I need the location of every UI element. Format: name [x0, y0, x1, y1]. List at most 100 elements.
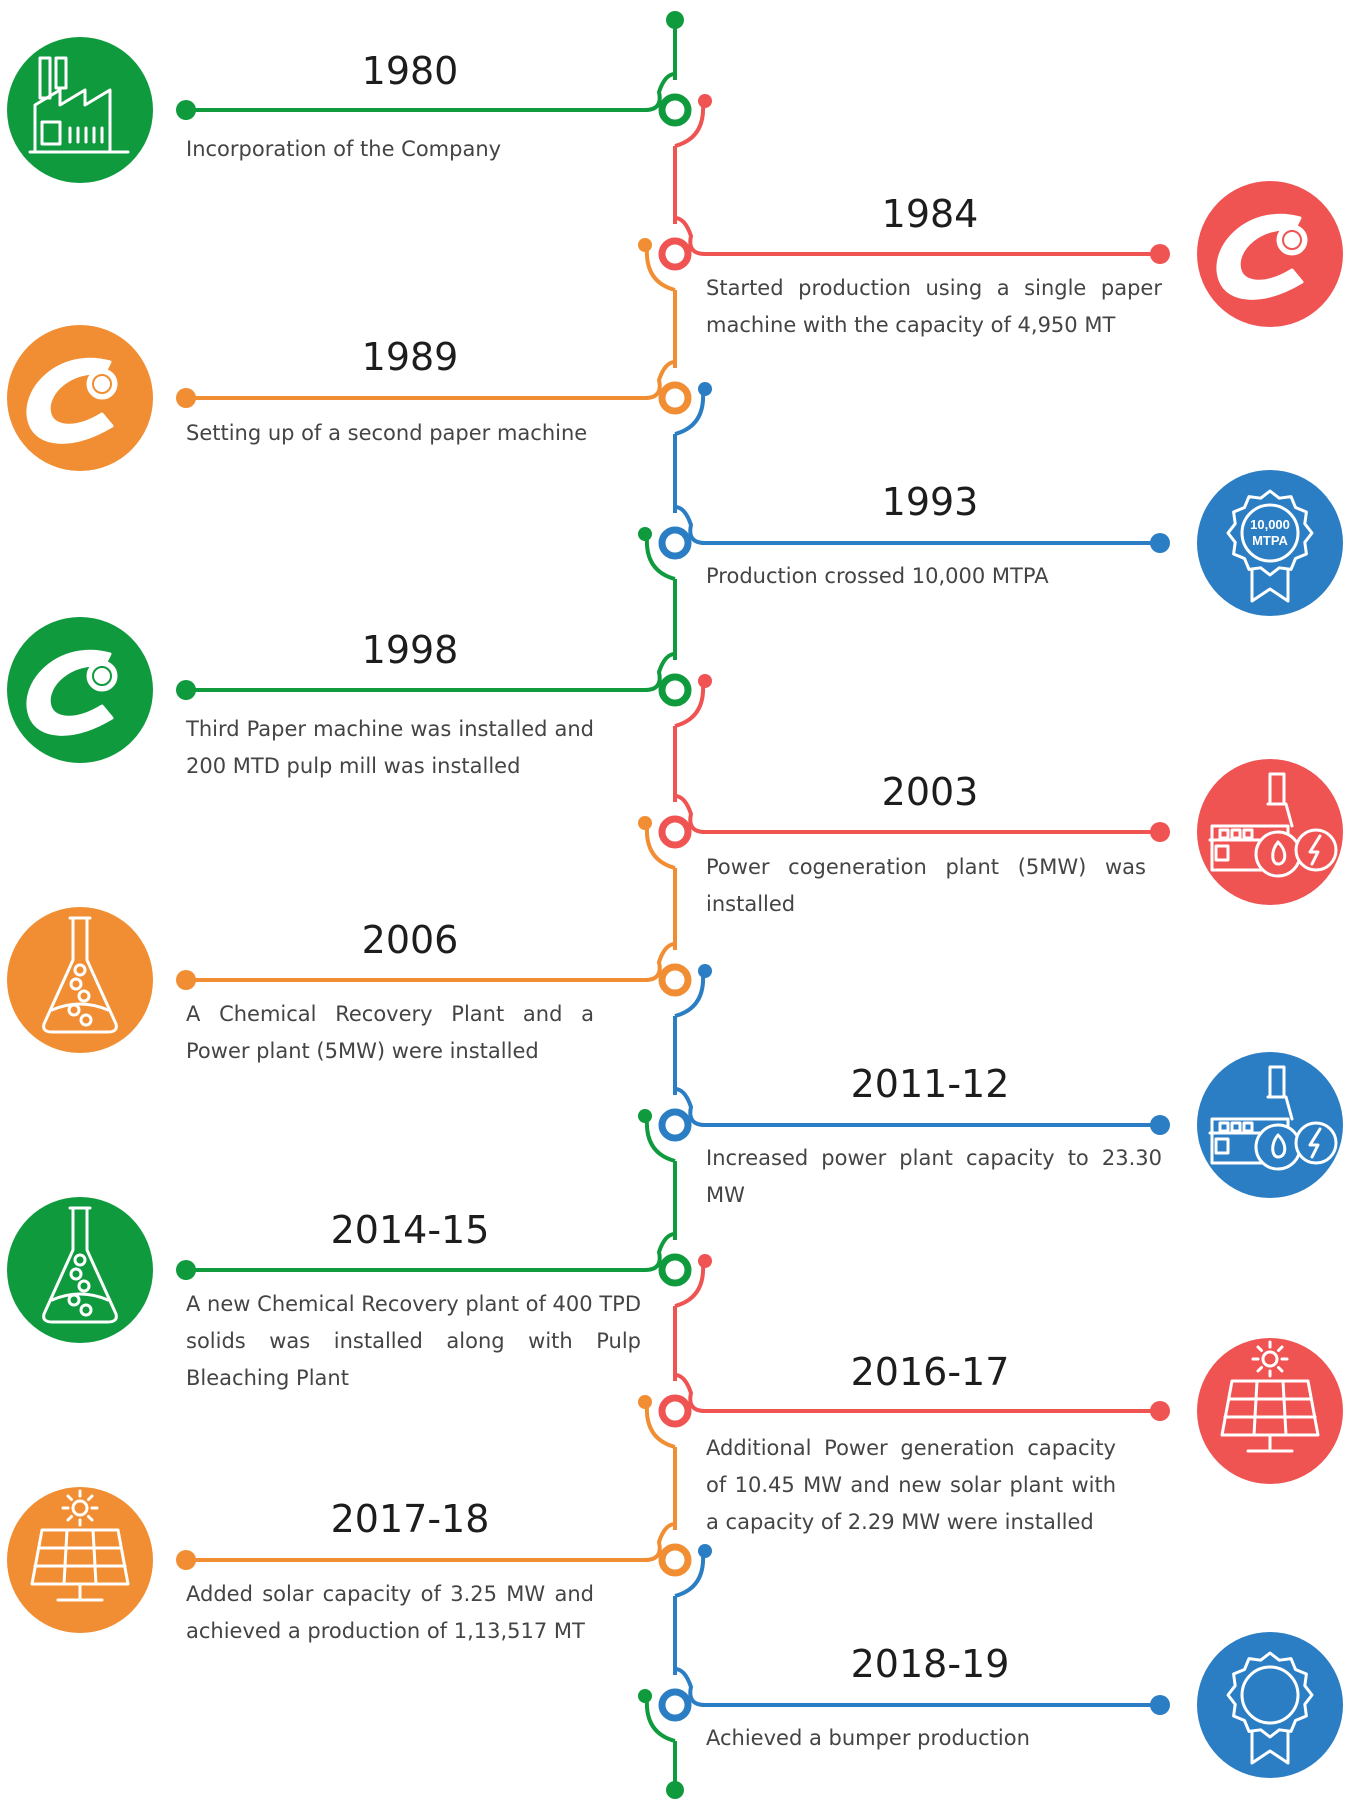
spine-connector	[644, 825, 676, 870]
connector-dot	[698, 964, 712, 978]
connector-dot	[698, 1254, 712, 1268]
milestone-ring	[658, 1253, 692, 1287]
event-year: 1989	[361, 335, 459, 379]
spine-connector	[674, 391, 706, 436]
connector-end-dot	[1150, 244, 1170, 264]
connector-curve	[674, 216, 706, 256]
event-description: Additional Power generation capacity of …	[706, 1436, 1116, 1534]
event-year: 1993	[881, 480, 979, 524]
badge-text: MTPA	[1252, 533, 1288, 548]
solar-panel-icon	[30, 1489, 130, 1602]
power-plant-icon	[1208, 1065, 1338, 1171]
connector-end-dot	[1150, 1401, 1170, 1421]
badge-text: 10,000	[1250, 517, 1290, 532]
milestone-ring	[658, 963, 692, 997]
event-description: Added solar capacity of 3.25 MW and achi…	[186, 1582, 594, 1643]
event-description: Incorporation of the Company	[186, 137, 502, 161]
milestone-ring	[658, 1688, 692, 1722]
flask-icon	[42, 1206, 118, 1324]
connector-curve	[644, 1232, 676, 1272]
milestone-ring	[658, 673, 692, 707]
spine-connector	[674, 1553, 706, 1598]
event-description: A Chemical Recovery Plant and a Power pl…	[186, 1002, 594, 1063]
connector-curve	[674, 505, 706, 545]
event-year: 2011-12	[850, 1062, 1010, 1106]
connector-end-dot	[176, 100, 196, 120]
event-description: Third Paper machine was installed and 20…	[186, 717, 594, 778]
spine-connector	[674, 103, 706, 148]
award-badge-icon	[1226, 1651, 1314, 1765]
spine-connector	[674, 973, 706, 1018]
connector-curve	[674, 794, 706, 834]
spine-connector	[644, 536, 676, 581]
connector-end-dot	[1150, 1695, 1170, 1715]
spine-end-dot	[666, 1781, 684, 1799]
connector-curve	[644, 1522, 676, 1562]
spine-connector	[644, 1404, 676, 1449]
spine-connector	[644, 1698, 676, 1743]
connector-dot	[638, 527, 652, 541]
factory-icon	[28, 56, 130, 154]
paper-roll-logo-icon	[1216, 213, 1308, 300]
event-year: 1980	[361, 49, 459, 93]
event-description: Increased power plant capacity to 23.30 …	[706, 1146, 1162, 1207]
spine-connector	[644, 1118, 676, 1163]
connector-end-dot	[1150, 533, 1170, 553]
milestone-ring	[658, 381, 692, 415]
event-year: 2016-17	[850, 1350, 1010, 1394]
event-description: Production crossed 10,000 MTPA	[706, 564, 1049, 588]
icon-circle	[1197, 1338, 1343, 1484]
connector-curve	[674, 1087, 706, 1127]
spine-connector	[644, 247, 676, 292]
connector-end-dot	[176, 680, 196, 700]
event-year: 1998	[361, 628, 459, 672]
spine-connector	[674, 1263, 706, 1308]
milestone-ring	[658, 526, 692, 560]
connector-dot	[698, 674, 712, 688]
connector-dot	[638, 238, 652, 252]
event-description: Achieved a bumper production	[706, 1726, 1030, 1750]
event-year: 2018-19	[850, 1642, 1010, 1686]
milestone-ring	[658, 1394, 692, 1428]
milestone-ring	[658, 1108, 692, 1142]
connector-curve	[644, 360, 676, 400]
connector-dot	[638, 1109, 652, 1123]
connector-curve	[644, 652, 676, 692]
paper-roll-logo-icon	[26, 649, 118, 736]
connector-end-dot	[176, 388, 196, 408]
connector-dot	[638, 1689, 652, 1703]
event-description: Power cogeneration plant (5MW) was insta…	[706, 855, 1146, 916]
milestone-ring	[658, 93, 692, 127]
connector-end-dot	[176, 1260, 196, 1280]
connector-end-dot	[176, 1550, 196, 1570]
connector-dot	[638, 816, 652, 830]
connector-curve	[644, 942, 676, 982]
spine-start-dot	[666, 11, 684, 29]
power-plant-icon	[1208, 772, 1338, 878]
icon-circle	[7, 37, 153, 183]
event-year: 2017-18	[330, 1497, 490, 1541]
solar-panel-icon	[1220, 1340, 1320, 1453]
connector-end-dot	[1150, 822, 1170, 842]
event-year: 1984	[881, 192, 979, 236]
event-description: Setting up of a second paper machine	[186, 421, 588, 445]
connector-end-dot	[176, 970, 196, 990]
event-year: 2006	[361, 918, 459, 962]
connector-dot	[698, 94, 712, 108]
paper-roll-logo-icon	[26, 357, 118, 444]
connector-dot	[698, 382, 712, 396]
milestone-ring	[658, 1543, 692, 1577]
flask-icon	[42, 916, 118, 1034]
connector-curve	[644, 72, 676, 112]
icon-circle	[7, 1487, 153, 1633]
event-year: 2014-15	[330, 1208, 490, 1252]
event-description: Started production using a single paper …	[706, 276, 1162, 337]
event-year: 2003	[881, 770, 979, 814]
connector-dot	[638, 1395, 652, 1409]
connector-curve	[674, 1373, 706, 1413]
milestone-ring	[658, 237, 692, 271]
connector-curve	[674, 1667, 706, 1707]
